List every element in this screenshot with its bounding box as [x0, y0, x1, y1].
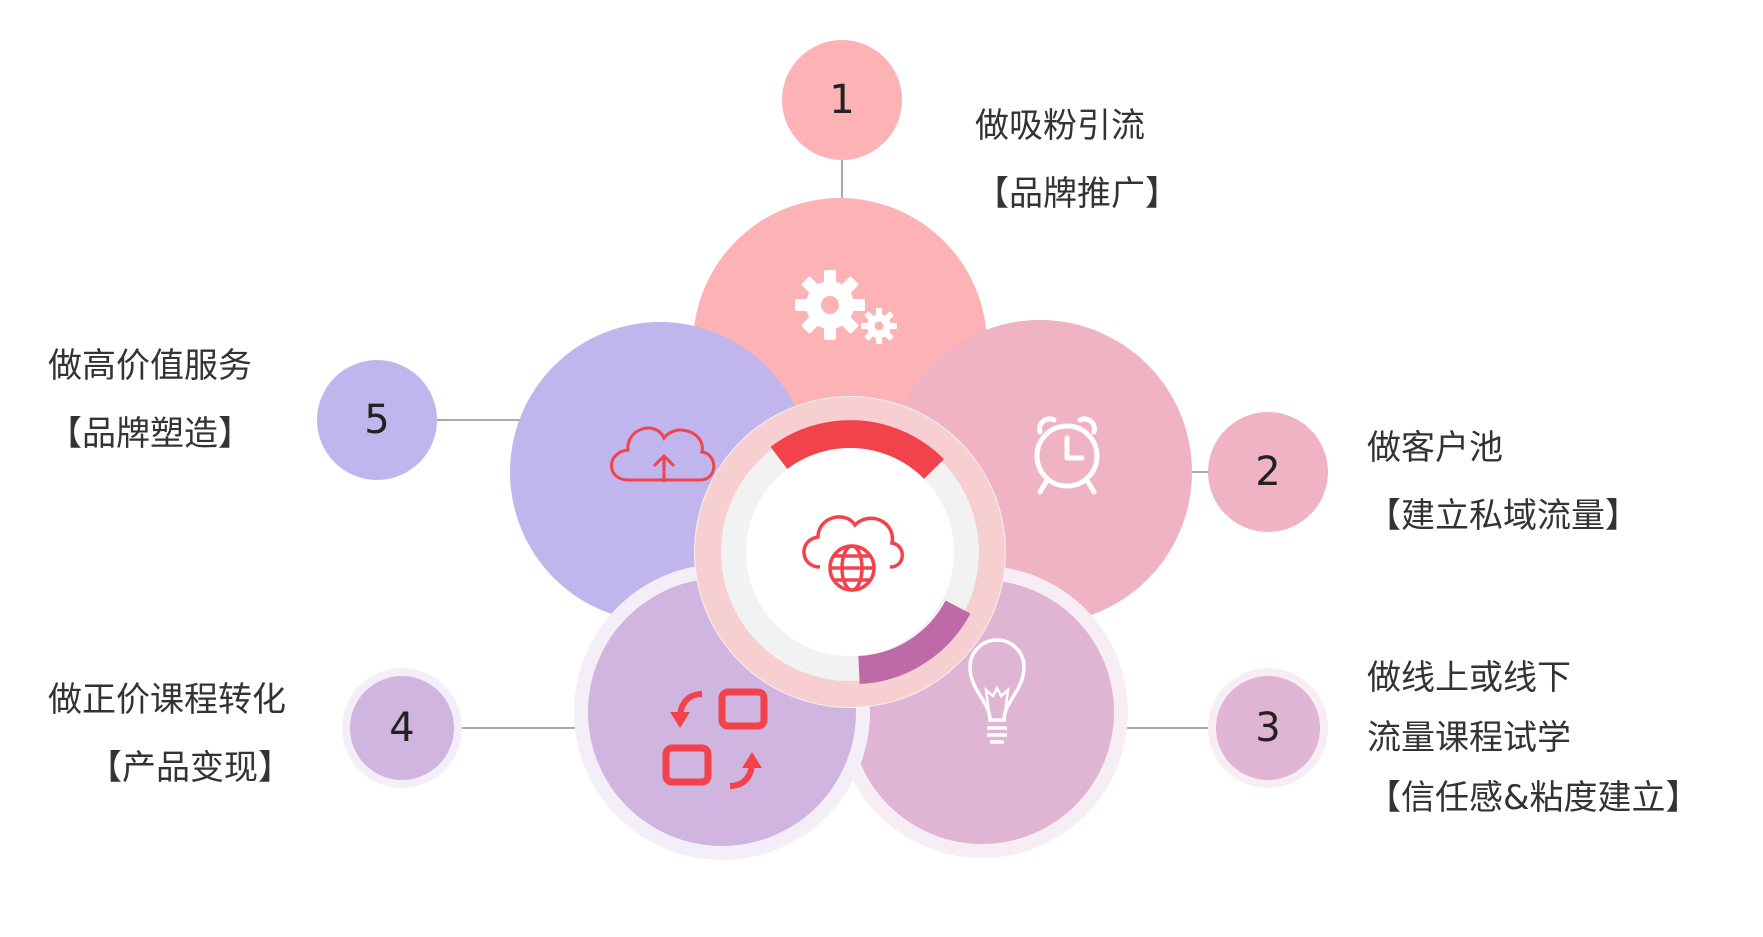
- cloud-globe-icon: [802, 515, 904, 592]
- step-label-3: 做线上或线下 流量课程试学 【信任感&粘度建立】: [1367, 648, 1700, 828]
- step-label-5: 做高价值服务 【品牌塑造】: [48, 346, 252, 454]
- center-ring-track: [695, 397, 1005, 707]
- step-title-3-line1: 做线上或线下: [1367, 658, 1571, 698]
- step-badge-4: 4: [342, 668, 462, 788]
- step-badge-3: 3: [1208, 668, 1328, 788]
- center-ring-arc-purple: [857, 600, 971, 684]
- step-label-1: 做吸粉引流 【品牌推广】: [975, 106, 1179, 214]
- connectors: [436, 160, 1210, 729]
- refresh-squares-icon: [662, 688, 768, 789]
- step-badge-5: 5: [317, 360, 437, 480]
- lightbulb-icon: [968, 638, 1026, 744]
- step-title-5: 做高价值服务: [48, 346, 252, 386]
- step-number-5: 5: [364, 397, 389, 443]
- step-title-4: 做正价课程转化: [48, 680, 286, 720]
- step-label-2: 做客户池 【建立私域流量】: [1367, 428, 1639, 536]
- step-subtitle-5: 【品牌塑造】: [48, 414, 252, 454]
- step-subtitle-4: 【产品变现】: [88, 748, 292, 788]
- step-subtitle-3: 【信任感&粘度建立】: [1367, 778, 1700, 818]
- step-number-2: 2: [1255, 449, 1280, 495]
- step-number-3: 3: [1255, 705, 1280, 751]
- step-badge-1: 1: [782, 40, 902, 160]
- step-title-2: 做客户池: [1367, 428, 1503, 468]
- step-label-4: 做正价课程转化 【产品变现】: [48, 680, 292, 788]
- gears-icon: [795, 270, 897, 344]
- center-ring-arc-red: [770, 420, 944, 480]
- alarm-clock-icon: [1034, 416, 1100, 495]
- step-subtitle-2: 【建立私域流量】: [1367, 496, 1639, 536]
- step-number-1: 1: [829, 77, 854, 123]
- step-subtitle-1: 【品牌推广】: [975, 174, 1179, 214]
- step-badge-2: 2: [1208, 412, 1328, 532]
- step-title-1: 做吸粉引流: [975, 106, 1145, 146]
- cloud-upload-icon: [610, 426, 716, 482]
- step-number-4: 4: [389, 705, 414, 751]
- step-title-3-line2: 流量课程试学: [1367, 718, 1571, 758]
